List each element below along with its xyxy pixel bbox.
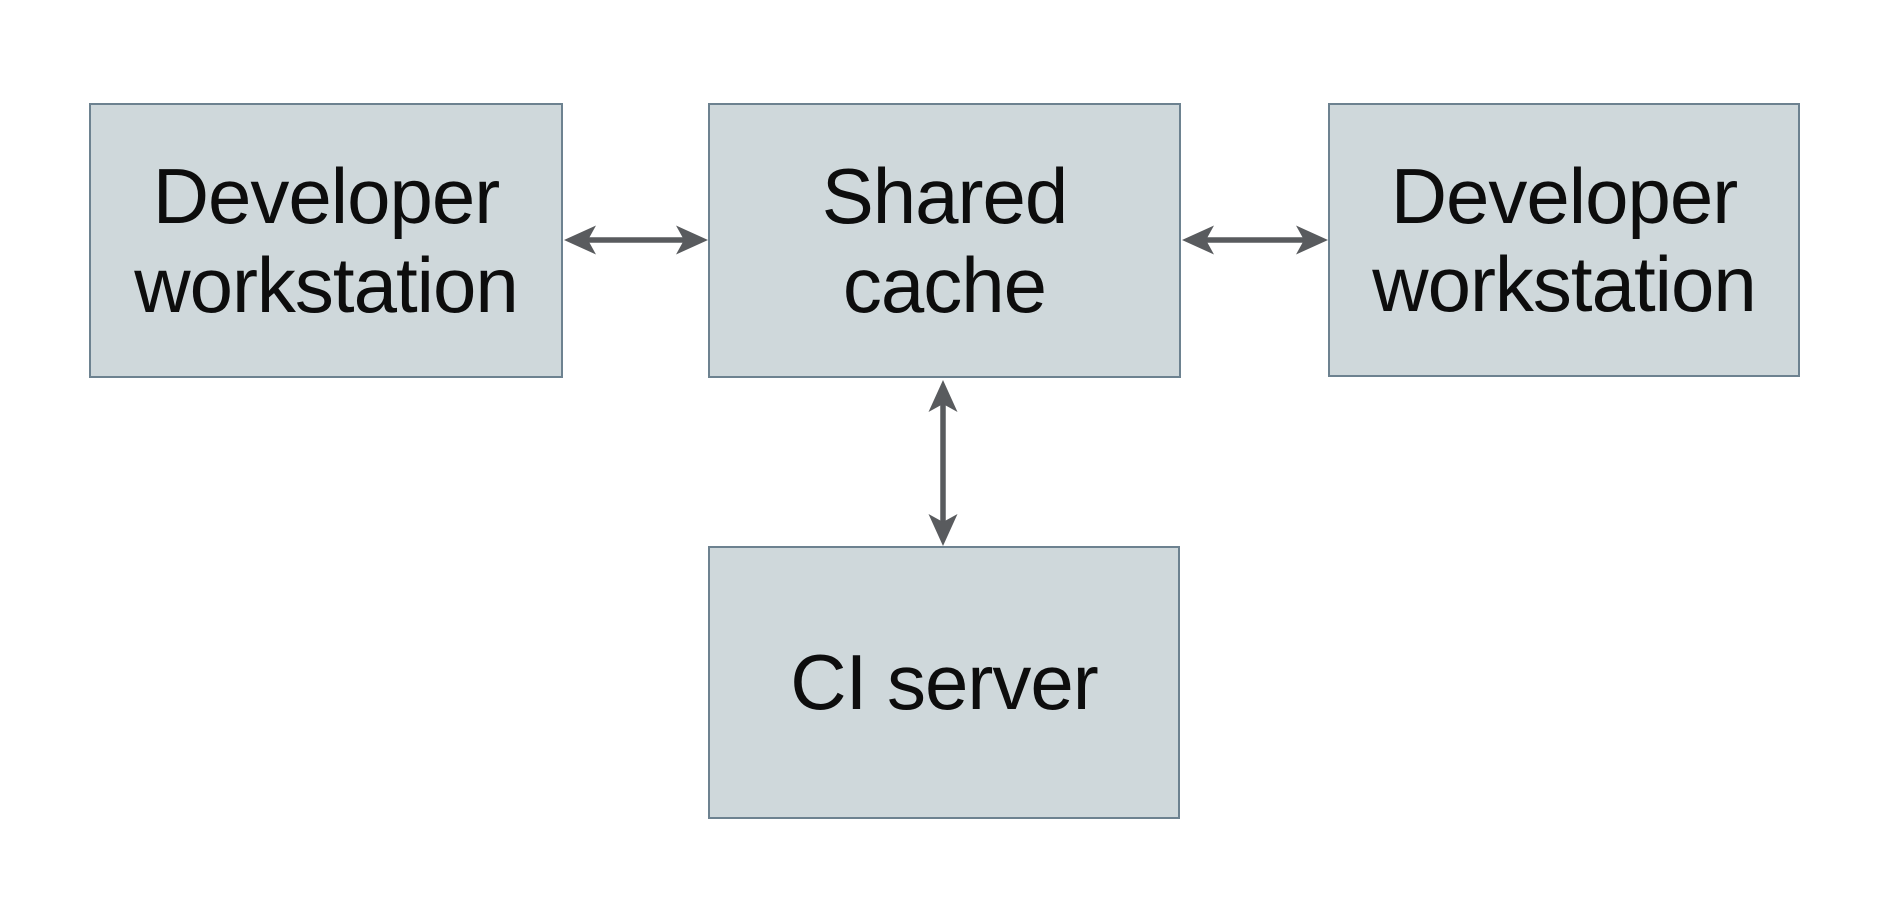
node-ci-server: CI server [708,546,1180,819]
double-arrow-cache-devright-icon [1182,225,1328,255]
node-developer-workstation-right: Developer workstation [1328,103,1800,377]
node-shared-cache: Shared cache [708,103,1181,378]
node-developer-workstation-left: Developer workstation [89,103,563,378]
node-developer-workstation-right-label: Developer workstation [1372,151,1756,328]
double-arrow-devleft-cache-icon [564,225,708,255]
node-shared-cache-label: Shared cache [821,152,1069,329]
node-developer-workstation-left-label: Developer workstation [134,152,518,329]
node-ci-server-label: CI server [790,638,1098,727]
double-arrow-cache-ciserver-icon [928,380,958,546]
